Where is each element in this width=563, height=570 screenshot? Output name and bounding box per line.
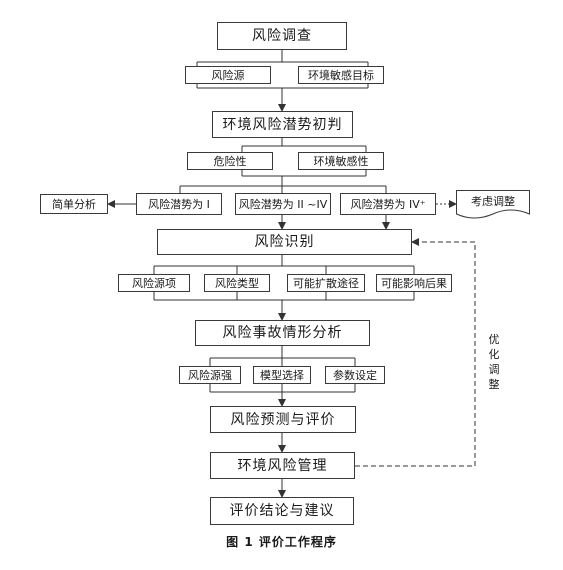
consider-adjust-box: 考虑调整	[456, 190, 530, 220]
risk-source-box: 风险源	[185, 66, 271, 84]
simple-analysis-box: 简单分析	[40, 194, 108, 214]
potential-1-box: 风险潜势为 I	[136, 193, 222, 215]
consider-adjust-label: 考虑调整	[471, 195, 515, 208]
figure-caption: 图 1 评价工作程序	[226, 535, 337, 549]
accident-scenario-analysis-box: 风险事故情形分析	[195, 320, 370, 346]
env-risk-potential-prelim-box: 环境风险潜势初判	[212, 111, 353, 138]
risk-source-item-box: 风险源项	[118, 274, 190, 292]
conclusion-suggestion-box: 评价结论与建议	[210, 497, 354, 525]
model-selection-box: 模型选择	[253, 366, 311, 384]
possible-impact-consequence-box: 可能影响后果	[376, 274, 452, 292]
risk-prediction-evaluation-box: 风险预测与评价	[210, 406, 356, 433]
document-shape-icon	[456, 190, 530, 219]
env-risk-management-box: 环境风险管理	[210, 452, 355, 479]
env-sensitivity-box: 环境敏感性	[298, 152, 384, 170]
risk-source-strength-box: 风险源强	[179, 366, 241, 384]
env-sensitive-target-box: 环境敏感目标	[298, 66, 384, 84]
potential-2-4-box: 风险潜势为 II ~IV	[235, 193, 331, 215]
parameter-setting-box: 参数设定	[325, 366, 385, 384]
hazard-box: 危险性	[187, 152, 273, 170]
risk-type-box: 风险类型	[204, 274, 270, 292]
risk-survey-box: 风险调查	[217, 22, 347, 50]
potential-4plus-box: 风险潜势为 IV⁺	[340, 193, 436, 215]
risk-identification-box: 风险识别	[157, 229, 412, 255]
possible-diffusion-path-box: 可能扩散途径	[287, 274, 365, 292]
feedback-label: 优化调整	[487, 332, 501, 392]
